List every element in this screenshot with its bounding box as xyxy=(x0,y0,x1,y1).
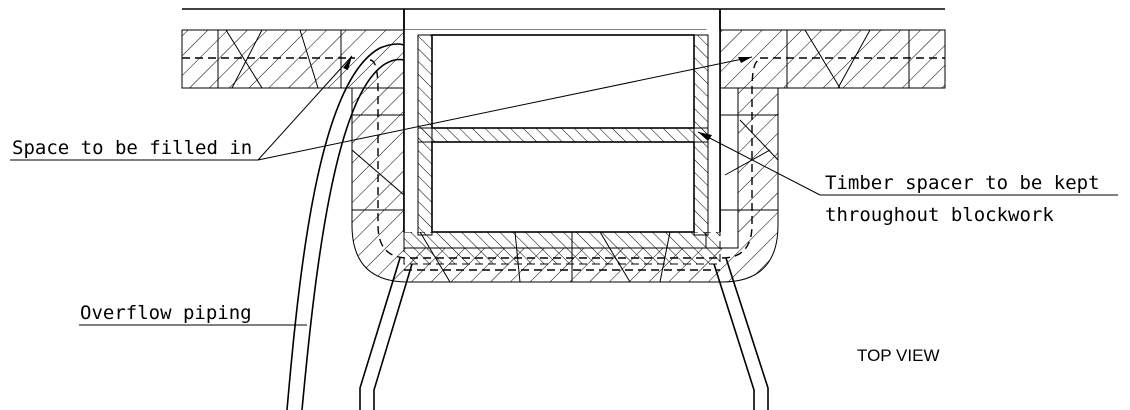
leader-space-fill xyxy=(10,55,753,161)
pit-walls xyxy=(359,257,769,410)
label-timber-line1: Timber spacer to be kept xyxy=(825,172,1100,194)
right-wall-blockwork xyxy=(719,29,946,89)
bottom-blockwork-band xyxy=(369,59,761,283)
overflow-piping xyxy=(286,43,405,410)
label-overflow: Overflow piping xyxy=(80,302,252,324)
label-space-fill: Space to be filled in xyxy=(12,137,252,159)
label-timber-line2: throughout blockwork xyxy=(825,204,1054,226)
left-wall-blockwork xyxy=(181,29,405,89)
leader-timber-spacer xyxy=(697,131,1118,196)
view-title: TOP VIEW xyxy=(857,346,940,365)
inner-frame xyxy=(403,9,721,232)
timber-spacer xyxy=(417,34,709,236)
